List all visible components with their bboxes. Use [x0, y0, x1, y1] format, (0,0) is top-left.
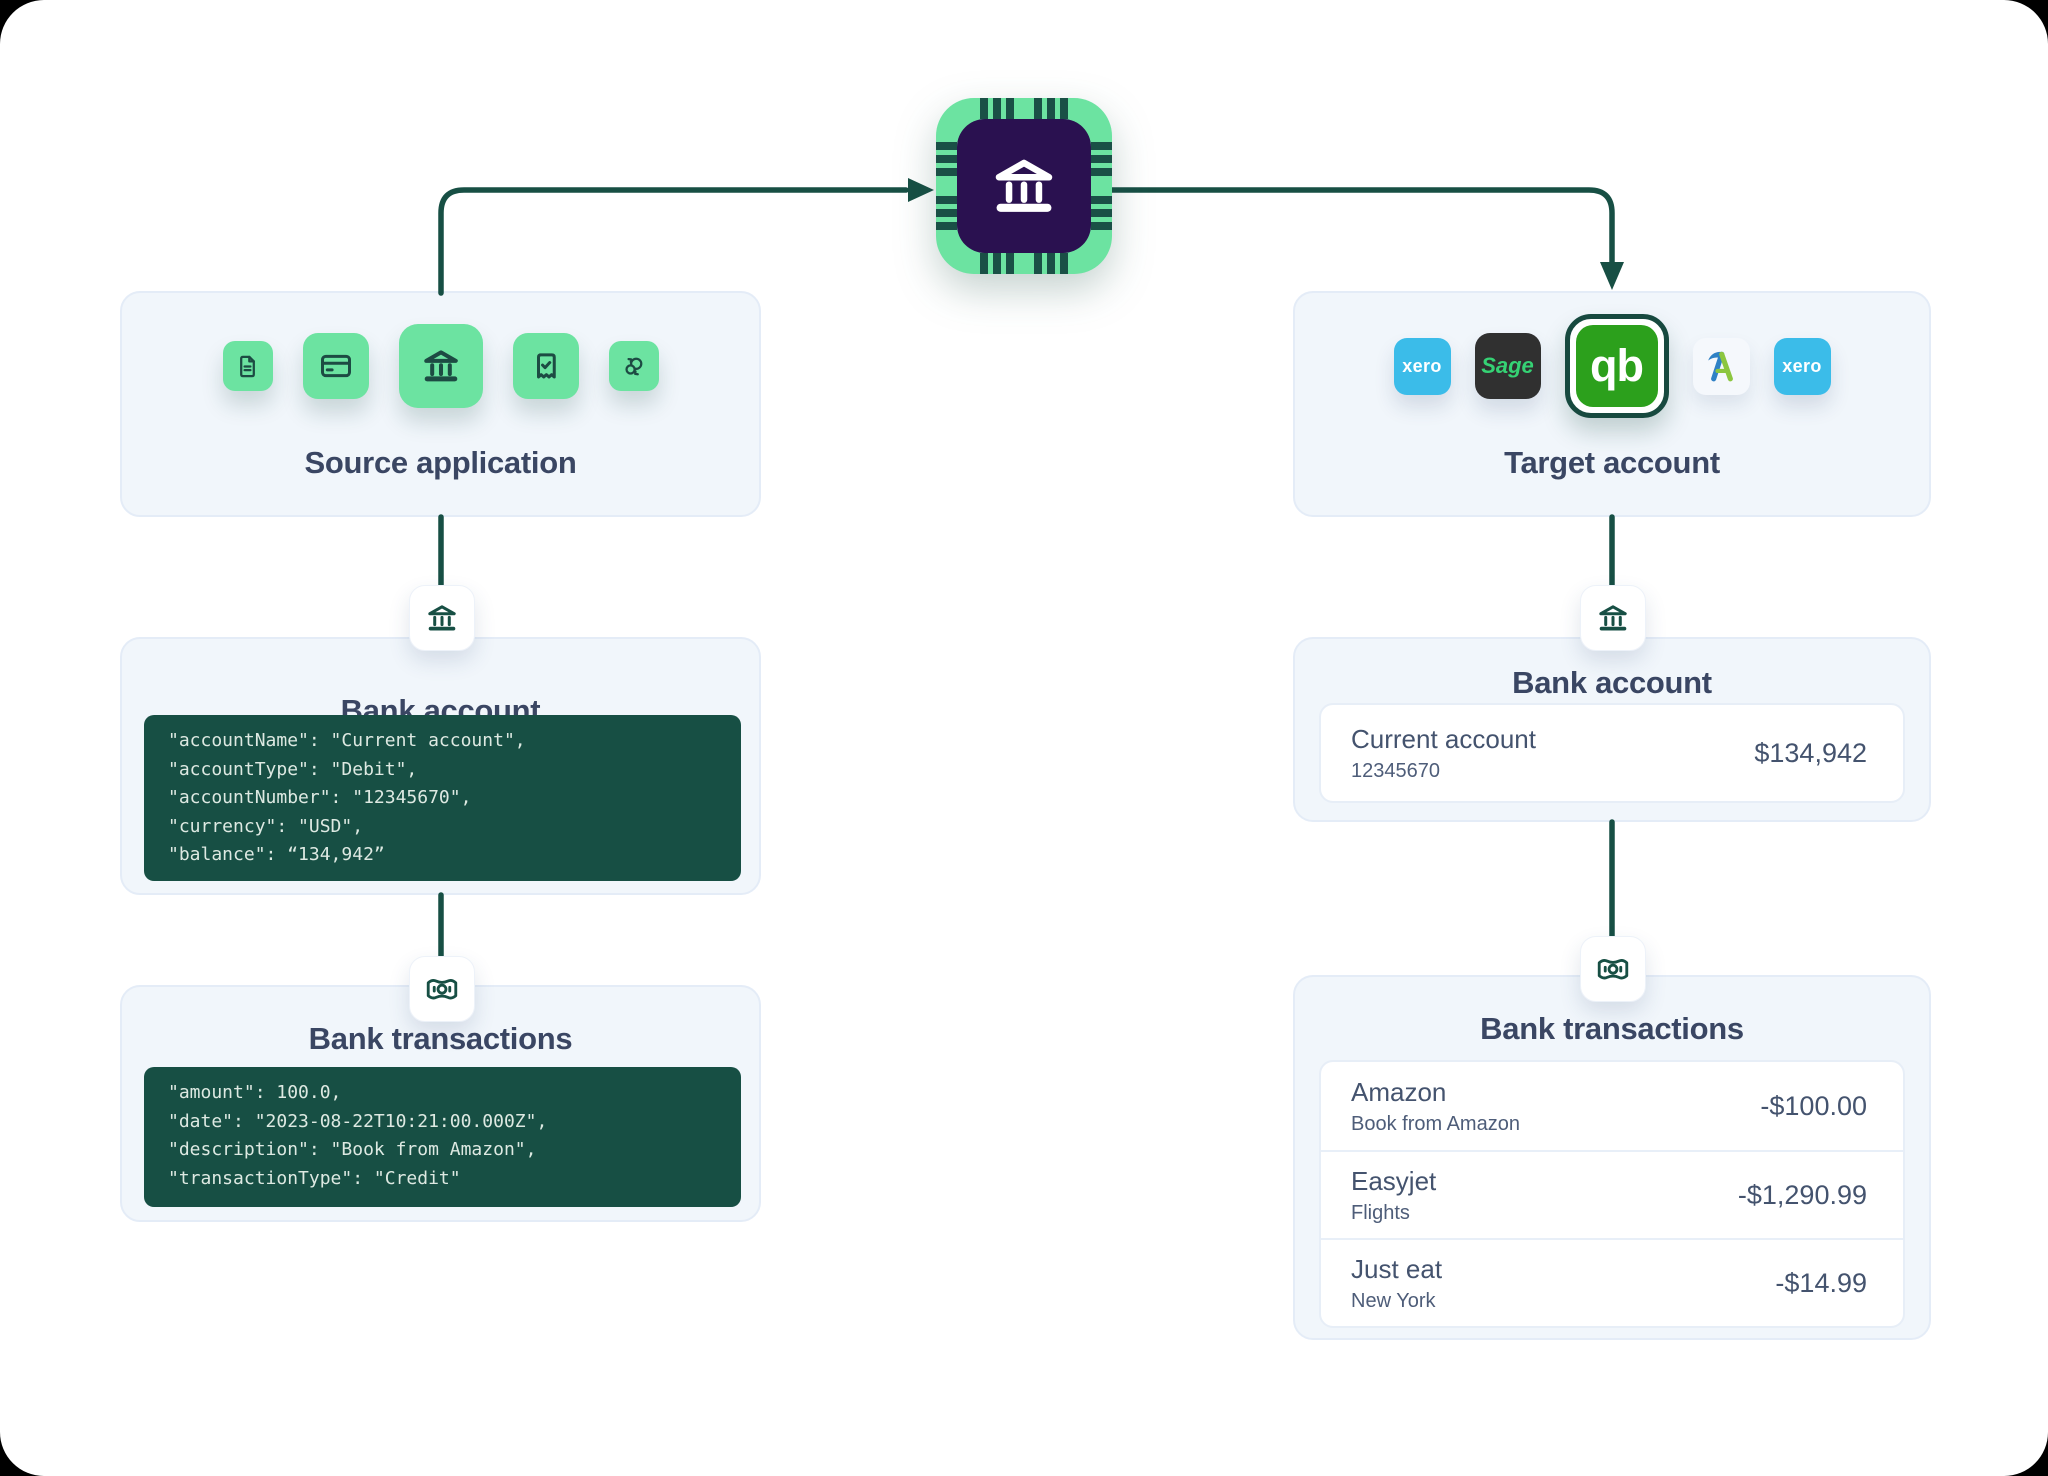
bank-icon: [1599, 605, 1627, 631]
transaction-name: Amazon: [1351, 1076, 1447, 1107]
source-application-panel: Source application: [120, 291, 761, 517]
bank-chip-icon: [936, 98, 1112, 279]
bank-icon: [428, 605, 456, 631]
transaction-amount: -$1,290.99: [1737, 1179, 1867, 1210]
bank-account-json-block: "accountName": "Current account", "accou…: [144, 715, 741, 881]
transaction-name: Just eat: [1351, 1253, 1443, 1284]
banknote-icon: [1597, 959, 1629, 980]
source-bank-account-panel: Bank account "accountName": "Current acc…: [120, 637, 761, 895]
bank-account-badge: [409, 585, 475, 651]
account-summary-card: Current account 12345670 $134,942: [1319, 703, 1905, 803]
xero-logo: xero: [1402, 355, 1442, 376]
code-line: "accountNumber": "12345670",: [168, 787, 472, 808]
source-bank-transactions-title: Bank transactions: [308, 1021, 573, 1056]
code-line: "amount": 100.0,: [168, 1082, 342, 1103]
transaction-description: New York: [1351, 1289, 1436, 1312]
bank-tile[interactable]: [398, 324, 483, 408]
bank-transactions-json-block: "amount": 100.0, "date": "2023-08-22T10:…: [144, 1067, 741, 1207]
document-tile[interactable]: [222, 341, 273, 391]
transaction-info: Amazon Book from Amazon: [1351, 1077, 1520, 1136]
transaction-description: Book from Amazon: [1351, 1112, 1520, 1135]
xero-app-tile[interactable]: xero: [1773, 337, 1831, 395]
quickbooks-logo: qb: [1575, 325, 1658, 407]
document-icon: [240, 355, 255, 377]
bank-transactions-badge: [409, 956, 475, 1022]
transaction-row: Easyjet Flights -$1,290.99: [1321, 1150, 1903, 1238]
transaction-name: Easyjet: [1351, 1165, 1437, 1196]
code-line: "transactionType": "Credit": [168, 1167, 461, 1189]
freeagent-app-tile[interactable]: [1692, 337, 1750, 395]
source-icon-row: [122, 324, 759, 408]
target-bank-transactions-title: Bank transactions: [1480, 1011, 1744, 1046]
xero-logo: xero: [1782, 355, 1822, 376]
target-bank-account-title: Bank account: [1512, 665, 1712, 700]
receipt-tile[interactable]: [512, 333, 579, 399]
transaction-row: Just eat New York -$14.99: [1321, 1238, 1903, 1326]
transaction-amount: -$100.00: [1760, 1090, 1867, 1121]
target-panel-title: Target account: [1504, 445, 1720, 480]
target-app-row: xero Sage qb xero: [1295, 314, 1929, 418]
transaction-amount: -$14.99: [1775, 1267, 1867, 1298]
credit-card-tile[interactable]: [302, 333, 369, 399]
code-line: "balance": “134,942”: [168, 844, 385, 865]
sage-logo: Sage: [1481, 353, 1534, 378]
code-line: "currency": "USD",: [168, 815, 364, 837]
transaction-description: Flights: [1351, 1201, 1410, 1224]
transaction-info: Easyjet Flights: [1351, 1166, 1436, 1225]
source-panel-title: Source application: [304, 445, 577, 480]
xero-app-tile[interactable]: xero: [1393, 337, 1451, 395]
account-balance: $134,942: [1754, 737, 1867, 768]
bank-icon: [423, 350, 458, 382]
sync-tile[interactable]: [608, 341, 659, 391]
account-row: Current account 12345670 $134,942: [1321, 705, 1903, 801]
account-name: Current account: [1351, 723, 1536, 754]
target-bank-account-panel: Bank account Current account 12345670 $1…: [1293, 637, 1931, 822]
source-bank-transactions-panel: Bank transactions "amount": 100.0, "date…: [120, 985, 761, 1222]
transactions-list-card: Amazon Book from Amazon -$100.00 Easyjet…: [1319, 1060, 1905, 1328]
code-line: "accountName": "Current account",: [168, 730, 526, 751]
transaction-row: Amazon Book from Amazon -$100.00: [1321, 1062, 1903, 1150]
account-number: 12345670: [1351, 759, 1440, 782]
banknote-icon: [426, 979, 458, 1000]
freeagent-logo: [1708, 351, 1733, 382]
code-line: "date": "2023-08-22T10:21:00.000Z",: [168, 1110, 548, 1132]
receipt-check-icon: [536, 353, 556, 379]
bank-account-badge: [1580, 585, 1646, 651]
code-line: "accountType": "Debit",: [168, 758, 418, 780]
bank-transactions-badge: [1580, 936, 1646, 1002]
sync-icon: [625, 357, 643, 375]
sage-app-tile[interactable]: Sage: [1474, 333, 1541, 399]
code-line: "description": "Book from Amazon",: [168, 1139, 537, 1160]
quickbooks-app-tile-selected[interactable]: qb: [1564, 314, 1669, 418]
account-info: Current account 12345670: [1351, 724, 1536, 783]
credit-card-icon: [320, 354, 351, 378]
target-account-panel: xero Sage qb xero Targ: [1293, 291, 1931, 517]
transaction-info: Just eat New York: [1351, 1254, 1442, 1313]
target-bank-transactions-panel: Bank transactions Amazon Book from Amazo…: [1293, 975, 1931, 1340]
